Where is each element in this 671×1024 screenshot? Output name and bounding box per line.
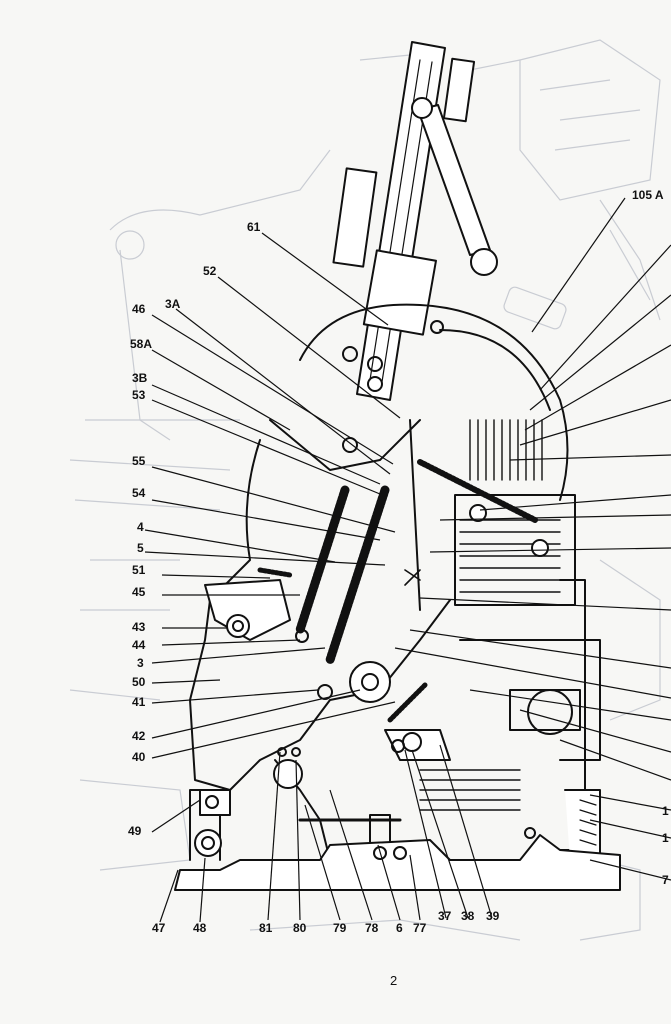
label-48: 48 xyxy=(193,921,207,935)
label-49: 49 xyxy=(128,824,142,838)
label-39: 39 xyxy=(486,909,500,923)
label-37: 37 xyxy=(438,909,452,923)
label-43: 43 xyxy=(132,620,146,634)
label-81: 81 xyxy=(259,921,273,935)
label-40: 40 xyxy=(132,750,146,764)
ghost-background-drawing xyxy=(69,39,661,941)
label-4: 4 xyxy=(137,520,144,534)
leader-lines xyxy=(144,197,671,923)
label-54: 54 xyxy=(132,486,146,500)
label-47: 47 xyxy=(152,921,166,935)
label-right-edge-1b: 1 xyxy=(662,831,669,845)
label-right-edge-7: 7 xyxy=(662,873,669,887)
label-77: 77 xyxy=(413,921,427,935)
label-78: 78 xyxy=(365,921,379,935)
label-53: 53 xyxy=(132,388,146,402)
page-number: 2 xyxy=(390,973,398,988)
label-46: 46 xyxy=(132,302,146,316)
label-3a: 3A xyxy=(165,297,181,311)
label-105a: 105 A xyxy=(632,188,664,202)
label-6: 6 xyxy=(396,921,403,935)
main-mechanism xyxy=(174,41,621,891)
label-41: 41 xyxy=(132,695,146,709)
label-38: 38 xyxy=(461,909,475,923)
label-58a: 58A xyxy=(130,337,153,351)
label-51: 51 xyxy=(132,563,146,577)
label-61: 61 xyxy=(247,220,261,234)
label-80: 80 xyxy=(293,921,307,935)
label-50: 50 xyxy=(132,675,146,689)
label-3: 3 xyxy=(137,656,144,670)
label-right-edge-1a: 1 xyxy=(662,804,669,818)
label-44: 44 xyxy=(132,638,146,652)
label-52: 52 xyxy=(203,264,217,278)
label-55: 55 xyxy=(132,454,146,468)
label-5: 5 xyxy=(137,541,144,555)
label-79: 79 xyxy=(333,921,347,935)
label-3b: 3B xyxy=(132,371,148,385)
label-42: 42 xyxy=(132,729,146,743)
label-45: 45 xyxy=(132,585,146,599)
